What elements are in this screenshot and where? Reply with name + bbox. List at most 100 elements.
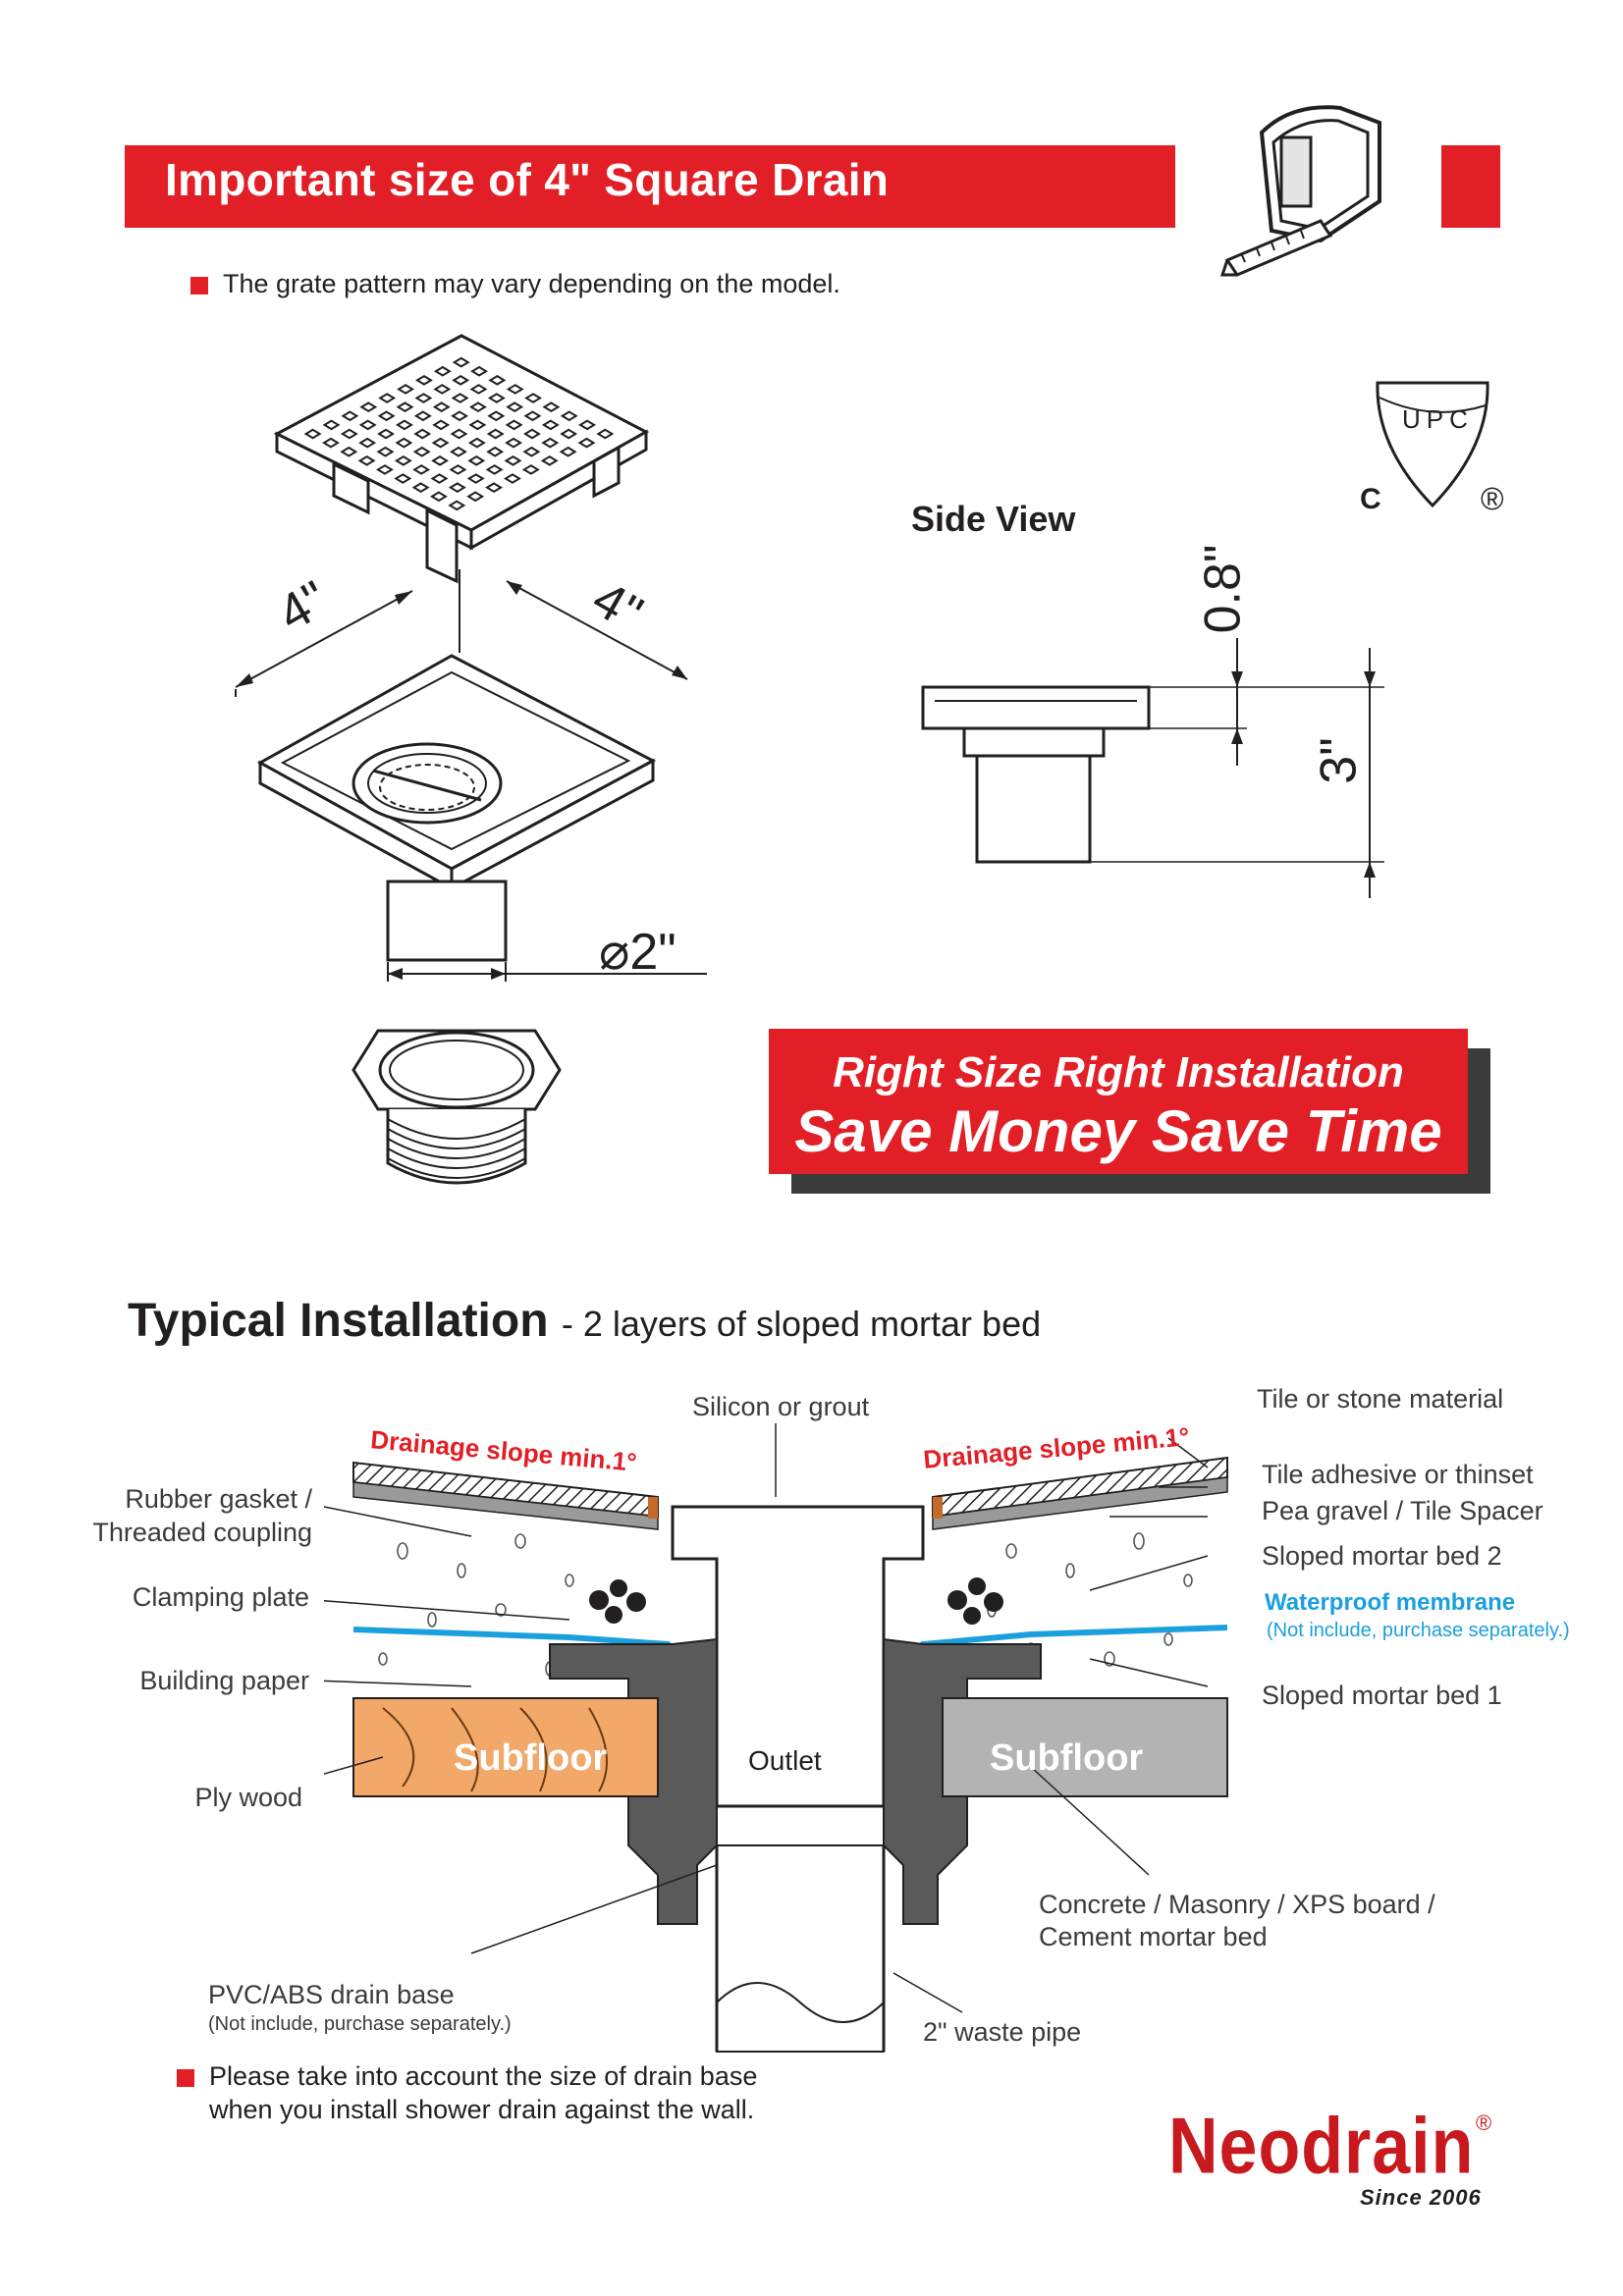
grate-hole xyxy=(340,428,358,440)
grate-hole xyxy=(470,365,488,377)
side-view-label: Side View xyxy=(911,499,1076,539)
grate-hole xyxy=(469,401,487,413)
grate-hole xyxy=(430,491,448,503)
grate-hole xyxy=(523,410,542,422)
label-clamping-plate: Clamping plate xyxy=(132,1582,309,1612)
grate-hole xyxy=(432,419,451,431)
grate-hole xyxy=(504,473,521,484)
grate-hole xyxy=(488,374,507,386)
grate-hole xyxy=(469,384,488,395)
upc-letters: UPC xyxy=(1402,404,1474,434)
grate-hole xyxy=(433,365,452,377)
label-subfloor-left: Subfloor xyxy=(454,1737,608,1779)
label-building-paper: Building paper xyxy=(139,1666,309,1695)
grate-hole xyxy=(487,410,506,422)
dim-body: 3" xyxy=(1310,737,1368,784)
grate-hole xyxy=(394,473,412,484)
grate-hole xyxy=(377,410,396,422)
grate-hole xyxy=(522,446,541,457)
label-drain-base: PVC/ABS drain base xyxy=(208,1980,455,2009)
grate-hole xyxy=(413,410,432,422)
label-tile-material: Tile or stone material xyxy=(1257,1384,1504,1414)
c-label: C xyxy=(1360,483,1381,515)
grate-hole xyxy=(430,473,449,484)
label-mortar-bed-1: Sloped mortar bed 1 xyxy=(1262,1681,1502,1710)
dim-flange: 0.8" xyxy=(1194,544,1252,634)
grate-hole xyxy=(452,356,470,368)
grate-hole xyxy=(596,428,615,440)
grate-hole xyxy=(431,454,449,466)
grate-hole xyxy=(322,419,341,431)
grate-hole xyxy=(578,419,596,431)
label-mortar-bed-2: Sloped mortar bed 2 xyxy=(1262,1541,1502,1571)
upc-shield-icon xyxy=(1376,381,1489,508)
hex-nut-illustration xyxy=(352,1029,562,1185)
grate-hole xyxy=(523,428,541,440)
grate-hole xyxy=(378,393,397,403)
bullet-icon xyxy=(177,2069,194,2087)
grate-hole xyxy=(340,446,358,457)
promo-box xyxy=(769,1029,1468,1174)
installation-diagram xyxy=(324,1423,1228,2053)
installation-title: Typical Installation xyxy=(128,1295,549,1347)
grate-hole xyxy=(487,393,506,403)
grate-hole xyxy=(560,428,578,440)
grate-note: The grate pattern may vary depending on … xyxy=(223,269,840,298)
label-waterproof: Waterproof membrane xyxy=(1265,1589,1516,1616)
grate-hole xyxy=(413,428,432,440)
grate-hole xyxy=(412,446,431,457)
grate-hole xyxy=(411,482,430,494)
grate-hole xyxy=(504,454,522,466)
label-pea-gravel: Pea gravel / Tile Spacer xyxy=(1262,1496,1543,1525)
grate-hole xyxy=(358,419,377,431)
side-view-illustration xyxy=(921,638,1384,898)
grate-hole xyxy=(466,491,485,503)
grate-hole xyxy=(486,446,505,457)
brand-registered: ® xyxy=(1476,2110,1492,2135)
grate-hole xyxy=(394,454,412,466)
page-title: Important size of 4" Square Drain xyxy=(165,154,890,205)
grate-hole xyxy=(376,446,395,457)
grate-hole xyxy=(541,419,560,431)
grate-hole xyxy=(451,410,468,422)
grate-hole xyxy=(357,454,376,466)
grate-hole xyxy=(341,410,359,422)
footnote-line-1: Please take into account the size of dra… xyxy=(209,2061,758,2091)
installation-heading: Typical Installation - 2 layers of slope… xyxy=(128,1294,1041,1348)
brand-since: Since 2006 xyxy=(1360,2185,1482,2210)
registered-mark: ® xyxy=(1481,481,1504,516)
promo-line-1: Right Size Right Installation xyxy=(833,1048,1404,1096)
bullet-icon xyxy=(190,277,208,294)
grate-hole xyxy=(303,428,322,440)
grate-hole xyxy=(396,401,414,413)
grate-hole xyxy=(397,384,414,395)
footnote-line-2: when you install shower drain against th… xyxy=(209,2095,755,2124)
dim-diameter: ⌀2" xyxy=(599,924,676,981)
title-banner xyxy=(125,145,1175,228)
grate-hole xyxy=(432,401,451,413)
tape-measure-icon xyxy=(1219,105,1381,277)
brand-logo: Neodrain xyxy=(1168,2102,1475,2190)
label-gasket-1: Rubber gasket / xyxy=(125,1484,312,1514)
promo-line-2: Save Money Save Time xyxy=(794,1098,1442,1164)
grate-hole xyxy=(450,446,467,457)
label-subfloor-right: Subfloor xyxy=(990,1737,1144,1779)
grate-hole xyxy=(521,464,540,475)
label-silicon: Silicon or grout xyxy=(692,1392,870,1421)
label-outlet: Outlet xyxy=(748,1745,822,1776)
grate-hole xyxy=(359,401,378,413)
grate-hole xyxy=(505,419,523,431)
grate-hole xyxy=(485,464,504,475)
label-concrete-1: Concrete / Masonry / XPS board / xyxy=(1039,1890,1435,1919)
grate-hole xyxy=(322,437,340,449)
grate-hole xyxy=(560,410,578,422)
grate-hole xyxy=(376,464,394,475)
grate-hole xyxy=(542,401,561,413)
grate-hole xyxy=(577,437,596,449)
grate-hole xyxy=(466,473,485,484)
grate-hole xyxy=(505,437,522,449)
grate-hole xyxy=(451,393,469,403)
grate-hole xyxy=(395,437,413,449)
header-accent-tab xyxy=(1441,145,1500,228)
grate-hole xyxy=(414,393,433,403)
